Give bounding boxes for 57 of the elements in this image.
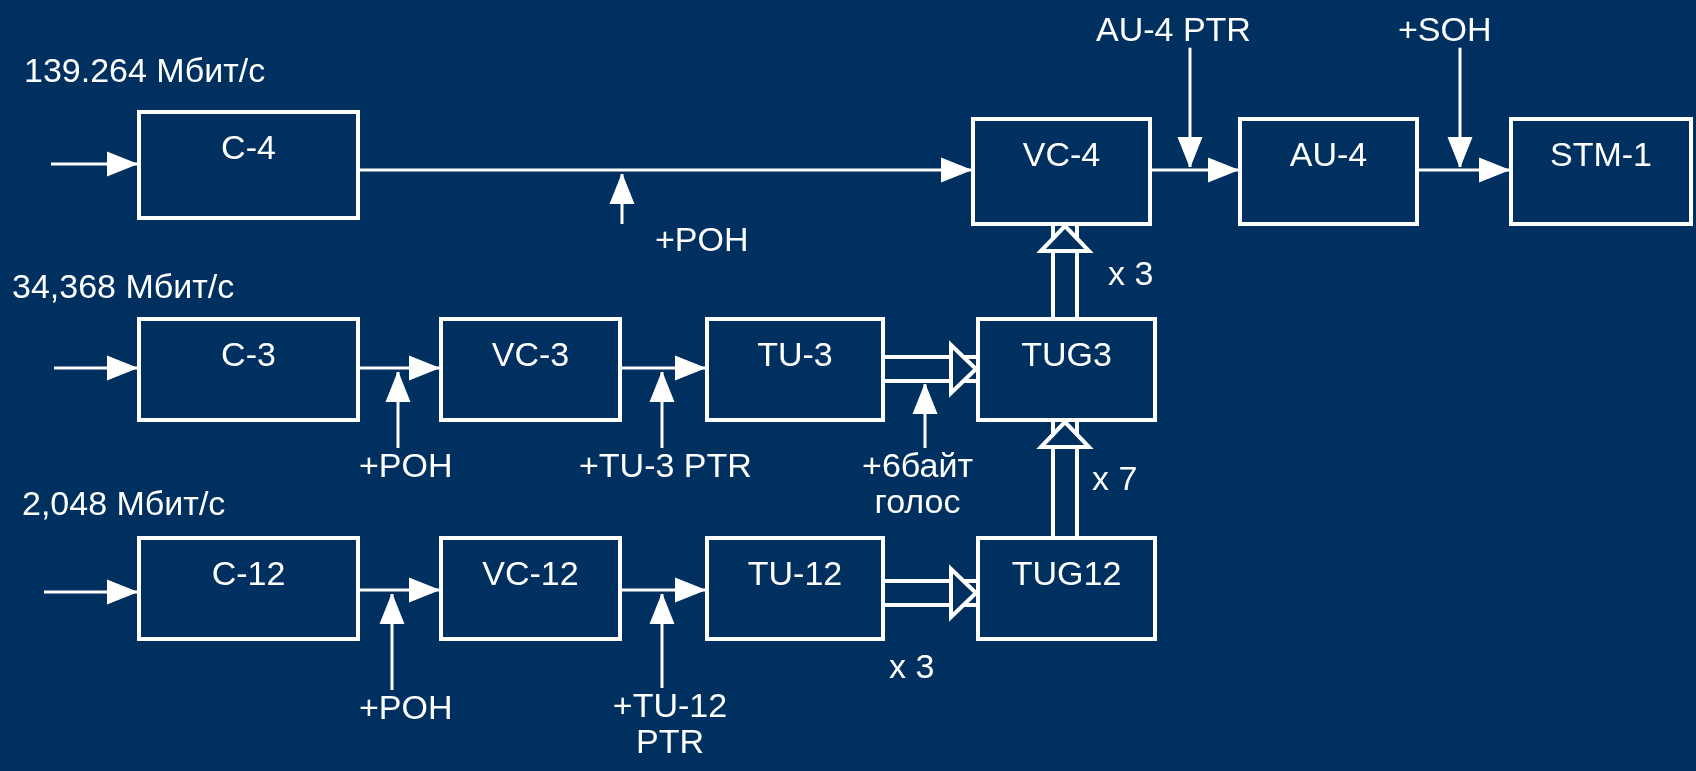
arrow (649, 593, 675, 688)
box-label: TU-12 (747, 554, 843, 593)
arrow (360, 577, 440, 603)
arrow (912, 383, 938, 448)
arrow (1177, 47, 1203, 168)
process-box (705, 317, 885, 422)
process-box (137, 110, 360, 220)
arrow (609, 173, 635, 224)
process-box (705, 536, 885, 641)
annotation-text: +POH (359, 448, 453, 484)
double-arrow (1039, 224, 1091, 317)
double-arrow (885, 343, 978, 395)
annotation-text: AU-4 PTR (1096, 12, 1251, 48)
annotation-text: +6байт голос (845, 448, 990, 520)
arrow (1419, 157, 1510, 183)
annotation-text: +TU-3 PTR (579, 448, 752, 484)
rate-label: 34,368 Мбит/с (12, 268, 235, 306)
box-label: VC-3 (491, 335, 570, 374)
arrow (649, 371, 675, 448)
rate-label: 2,048 Мбит/с (22, 485, 226, 523)
arrow (51, 151, 138, 177)
arrow (622, 577, 706, 603)
box-label: TUG12 (1011, 554, 1122, 593)
arrow (360, 157, 972, 183)
double-arrow (885, 567, 978, 619)
process-box (1509, 117, 1693, 226)
rate-label: 139.264 Мбит/с (24, 52, 266, 90)
process-box (137, 536, 360, 641)
annotation-text: +POH (640, 222, 749, 258)
annotation-text: +POH (359, 690, 453, 726)
process-box (1238, 117, 1419, 226)
box-label: C-3 (221, 335, 276, 374)
box-label: C-12 (211, 554, 286, 593)
process-box (439, 317, 622, 422)
process-box (439, 536, 622, 641)
arrow (622, 355, 706, 381)
box-label: C-4 (221, 128, 276, 167)
arrow (1152, 157, 1239, 183)
arrow (54, 355, 138, 381)
box-label: VC-4 (1022, 135, 1101, 174)
arrow (360, 355, 440, 381)
arrow (379, 593, 405, 690)
process-box (137, 317, 360, 422)
process-box (976, 317, 1157, 422)
process-box (976, 536, 1157, 641)
box-label: STM-1 (1550, 135, 1652, 174)
box-label: VC-12 (482, 554, 579, 593)
arrow (1447, 47, 1473, 168)
arrow (44, 579, 138, 605)
box-label: TU-3 (757, 335, 833, 374)
double-arrow (1039, 420, 1091, 536)
box-label: AU-4 (1289, 135, 1368, 174)
annotation-text: +TU-12 PTR (590, 688, 750, 760)
arrow (385, 371, 411, 448)
box-label: TUG3 (1021, 335, 1112, 374)
annotation-text: +SOH (1398, 12, 1492, 48)
process-box (971, 117, 1152, 226)
